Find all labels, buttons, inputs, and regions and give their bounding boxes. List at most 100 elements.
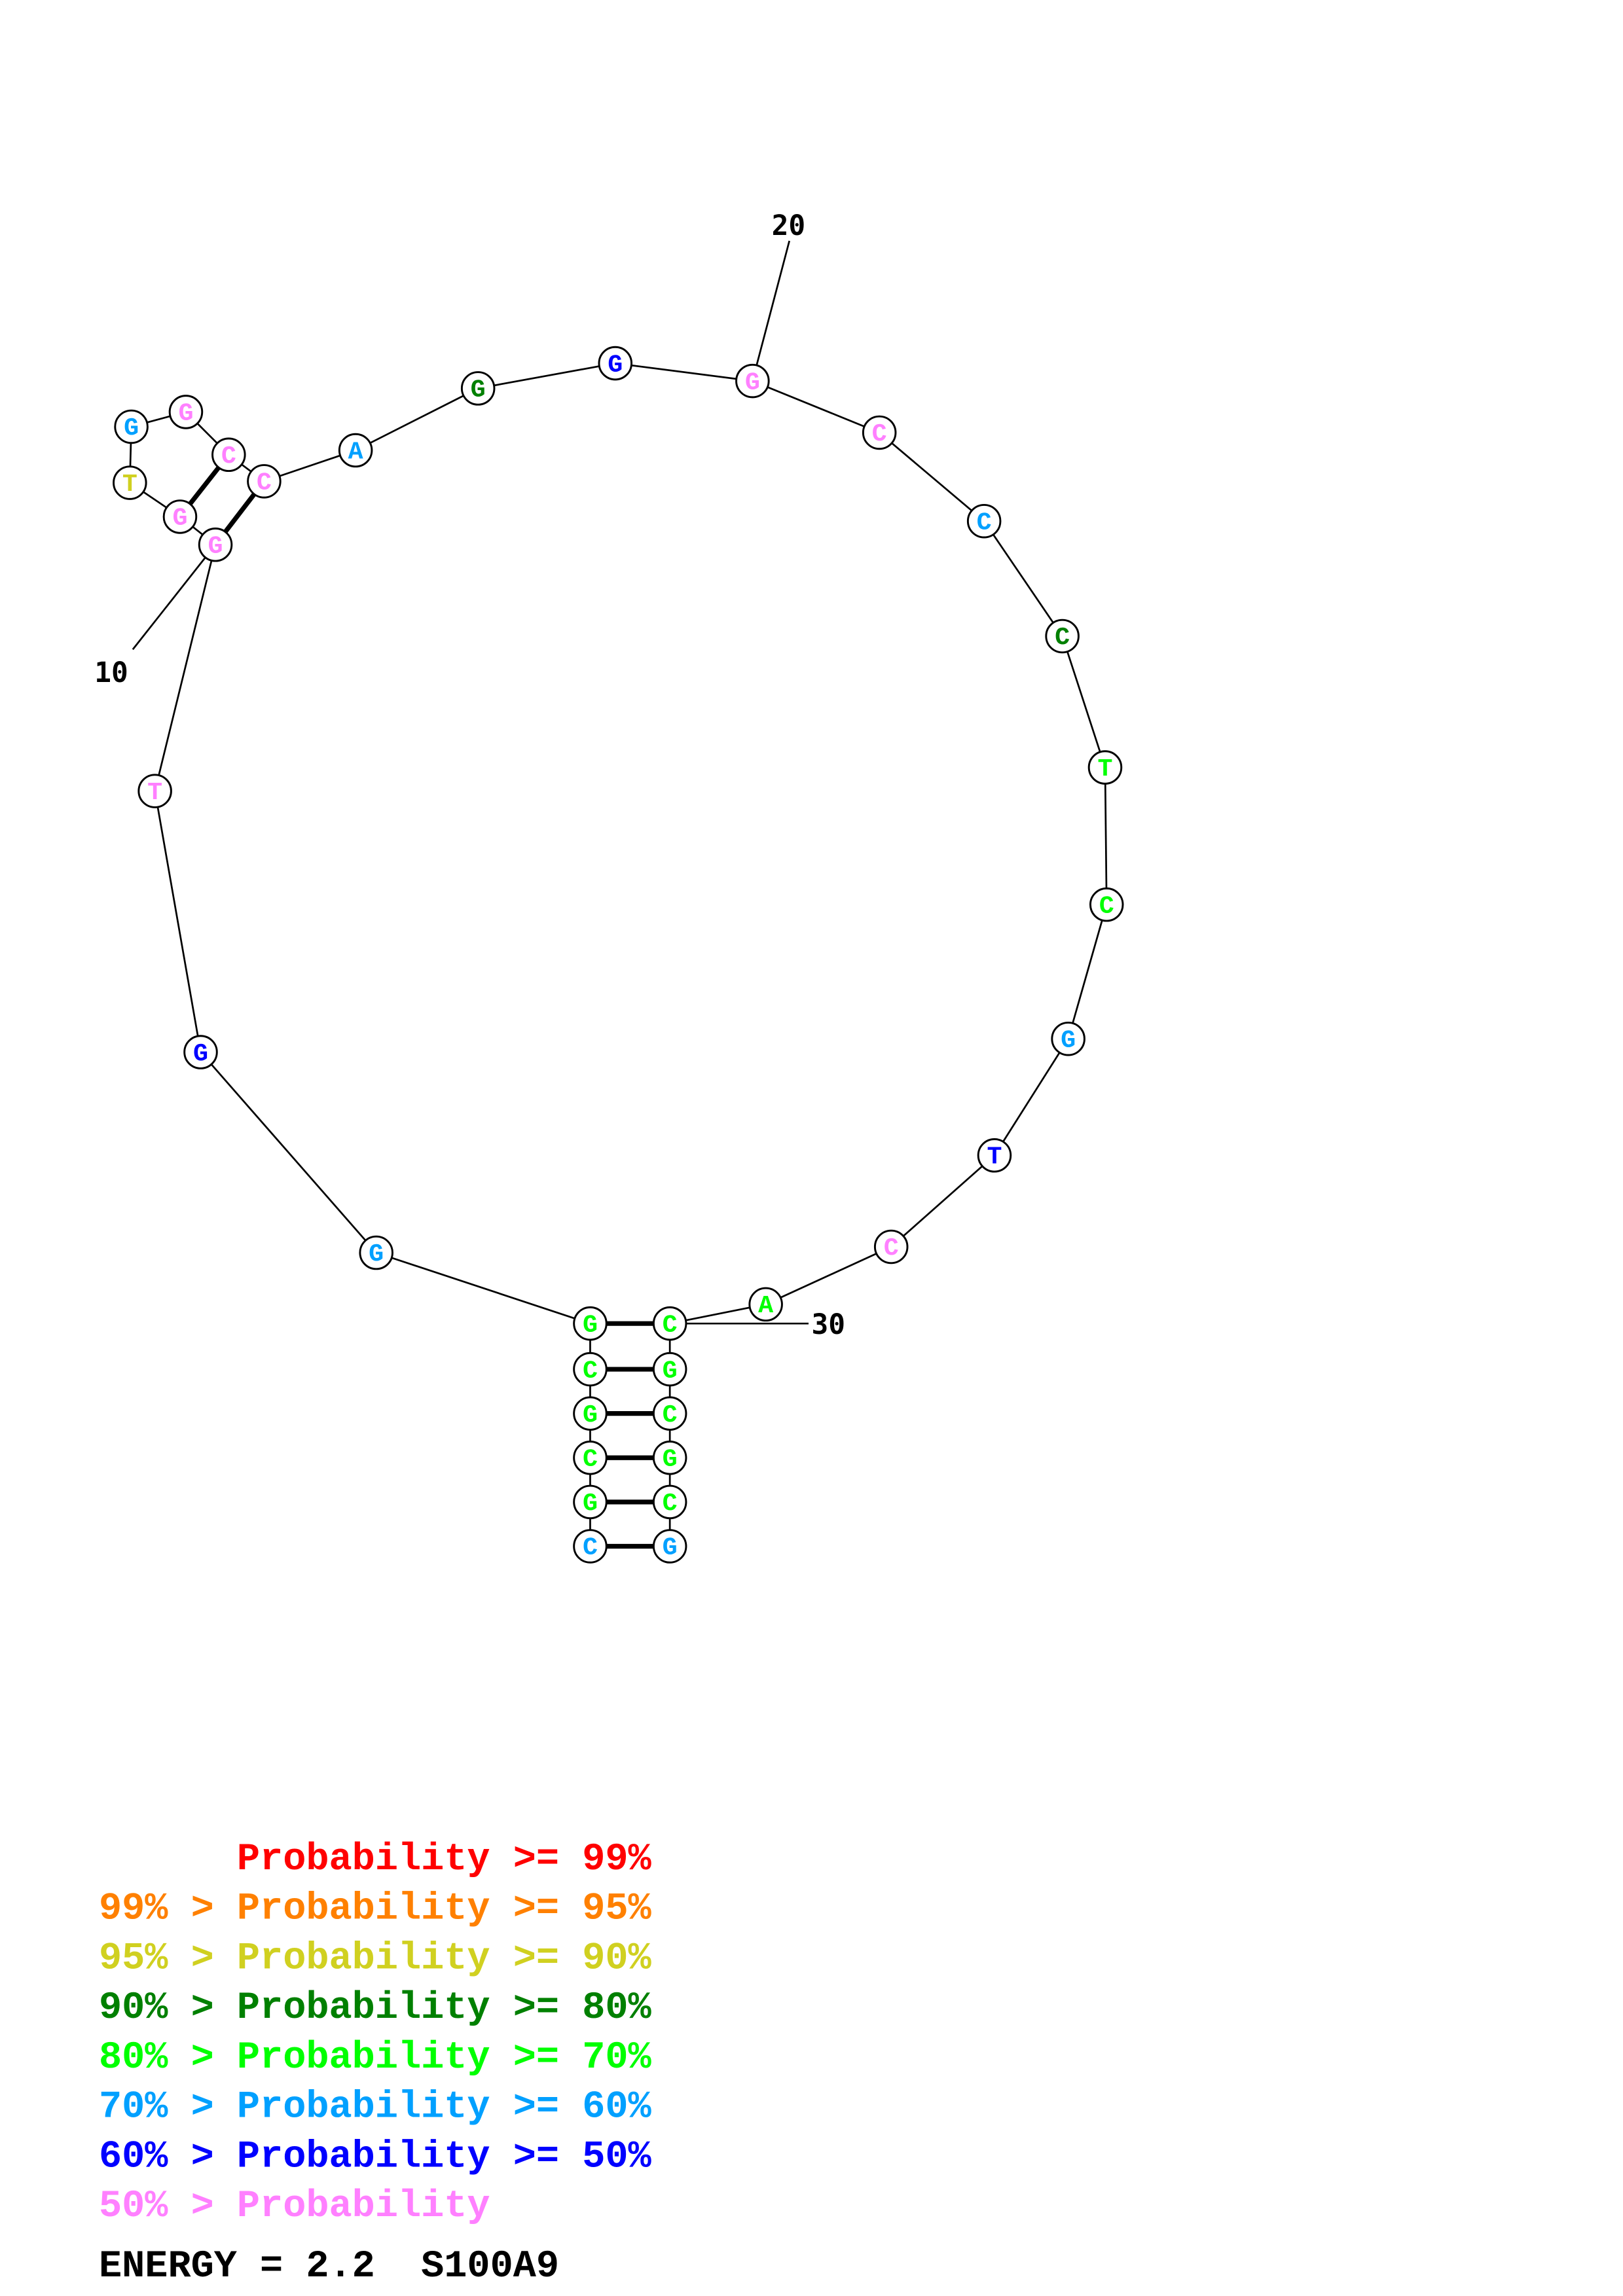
nucleotide-1: C [573,1529,608,1564]
nucleotide-circle [652,1306,687,1341]
nucleotide-14: G [168,395,204,429]
nucleotide-circle [460,371,496,406]
nucleotide-6: G [573,1306,608,1341]
energy-label: ENERGY = 2.2 S100A9 [99,2244,559,2288]
nucleotide-circle [873,1229,909,1265]
legend-entry: 99% > Probability >= 95% [99,1887,652,1931]
nucleotide-21: C [862,415,897,450]
nucleotide-letter: G [208,532,223,561]
nucleotide-circle [598,346,633,381]
backbone-segment [477,362,616,389]
nucleotide-letter: G [193,1039,208,1068]
nucleotide-circle [162,499,198,534]
backbone-segment [615,362,753,382]
nucleotide-letter: C [884,1234,899,1263]
backbone-segment [1061,636,1106,768]
nucleotide-13: G [114,409,149,444]
nucleotide-circle [137,774,172,808]
nucleotide-circle [1045,619,1080,654]
nucleotide-circle [183,1035,218,1069]
nucleotide-circle [1089,887,1124,922]
probability-legend: Probability >= 99% 99% > Probability >= 9… [99,1837,652,2228]
nucleotide-circle [198,528,233,562]
nucleotide-letter: C [583,1445,598,1474]
nucleotide-17: A [338,433,373,468]
nucleotide-letter: G [369,1240,384,1268]
nucleotide-circle [573,1352,608,1387]
nucleotide-circle [652,1352,687,1387]
backbone-segment [890,1155,995,1248]
nucleotide-circle [573,1396,608,1431]
backbone-segment [154,544,217,791]
nucleotide-23: C [1045,619,1080,654]
nucleotide-circle [114,409,149,444]
nucleotide-11: G [162,499,198,534]
nucleotide-letter: G [663,1534,678,1562]
nucleotide-letter: G [663,1356,678,1385]
backbone-segment [200,1051,377,1253]
nucleotide-letter: C [663,1489,678,1518]
nucleotide-circle [573,1441,608,1475]
nucleotide-16: C [247,464,282,499]
nucleotide-letter: G [124,414,139,442]
backbone-segment [983,520,1063,637]
nucleotide-letter: A [348,437,363,466]
nucleotide-19: G [598,346,633,381]
nucleotide-letter: G [583,1489,598,1518]
nucleotide-circle [211,437,246,473]
nucleotide-letter: T [1097,755,1112,783]
nucleotide-letter: C [583,1356,598,1385]
nucleotide-circle [247,464,282,499]
legend-entry: Probability >= 99% [99,1837,652,1881]
nucleotide-letter: G [745,368,760,397]
nucleotide-letter: C [872,420,887,448]
nucleotide-circle [652,1529,687,1564]
nucleotide-26: G [1051,1021,1085,1056]
nucleotide-8: G [183,1035,218,1069]
nucleotide-letter: G [583,1310,598,1339]
backbone-segment [752,380,880,434]
backbone-segment [765,1246,892,1306]
nucleotide-3: C [573,1441,608,1475]
nucleotide-letter: C [663,1310,678,1339]
nucleotide-circle [168,395,204,429]
nucleotide-letter: G [172,504,187,533]
nucleotide-4: G [573,1396,608,1431]
nucleotide-circle [359,1235,393,1270]
backbone-segment [376,1251,591,1325]
nucleotide-circle [573,1306,608,1341]
nucleotide-letter: C [977,508,992,537]
nucleotide-circle [862,415,897,450]
nucleotide-letter: C [583,1534,598,1562]
backbone-segment [1067,904,1108,1039]
nucleotide-20: G [735,363,770,399]
nucleotide-letter: G [471,376,486,404]
nucleotide-circle [652,1484,687,1520]
legend-entry: 60% > Probability >= 50% [99,2134,652,2178]
nucleotide-5: C [573,1352,608,1387]
backbone-segment [879,431,985,522]
nucleotide-letter: C [1055,623,1070,652]
nucleotide-circle [1087,750,1123,785]
nucleotide-circle [977,1138,1012,1173]
nucleotide-circle [113,465,147,500]
position-labels: 10 20 30 [94,209,845,1341]
nucleotide-letter: T [122,470,137,499]
nucleotide-22: C [966,503,1002,539]
nucleotide-letter: G [583,1401,598,1429]
legend-entry: 95% > Probability >= 90% [99,1936,652,1980]
nucleotide-12: T [113,465,147,500]
nucleotide-letter: T [987,1143,1002,1172]
nucleotide-circle [652,1441,687,1475]
nucleotide-33: G [652,1441,687,1475]
nucleotide-circle [573,1484,608,1520]
nucleotide-circle [338,433,373,468]
nucleotide-15: C [211,437,246,473]
nucleotide-10: G [198,528,233,562]
position-label-30: 30 [812,1308,846,1341]
nucleotide-29: A [748,1287,783,1322]
nucleotide-35: G [652,1529,687,1564]
nucleotide-letter: C [663,1401,678,1429]
